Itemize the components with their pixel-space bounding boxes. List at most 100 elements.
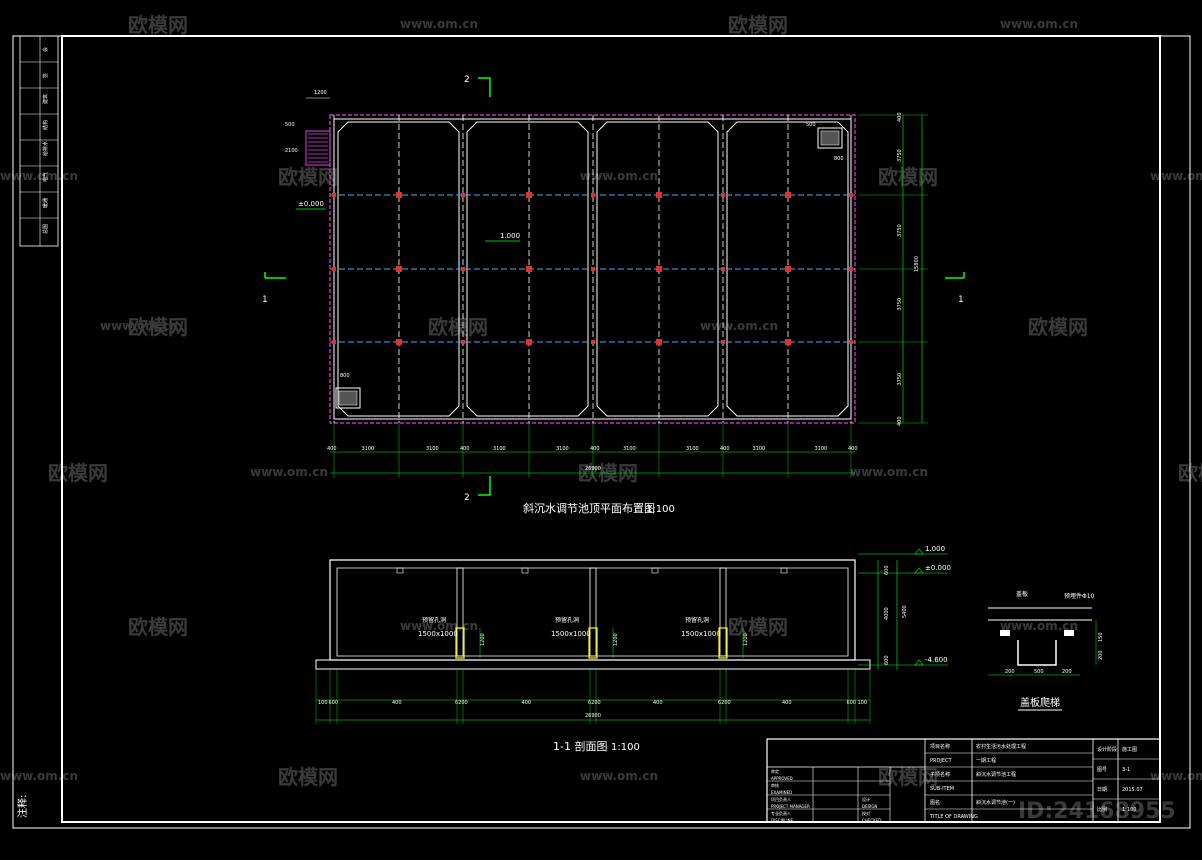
- watermark-url: www.om.cn: [850, 465, 928, 479]
- watermark-url: www.om.cn: [400, 17, 478, 31]
- plan-column: [656, 266, 662, 272]
- plan-dim-bottom: 3100: [623, 446, 636, 452]
- section-dim-bottom: 400: [782, 700, 792, 706]
- watermark-url: www.om.cn: [400, 619, 478, 633]
- outer-border: [12, 35, 1191, 829]
- title-block-row-label: PROJECT: [930, 758, 953, 764]
- plan-column: [396, 266, 402, 272]
- watermark-brand: 欧模网: [48, 461, 108, 485]
- section-opening-dim: 1200: [480, 633, 486, 646]
- section-dim-bottom: 400: [653, 700, 663, 706]
- title-block-left-cell: 审定: [771, 768, 779, 774]
- side-table-cell: 签: [42, 73, 49, 78]
- stair-top-dim: 500: [285, 122, 295, 128]
- watermark-brand: 欧模网: [728, 13, 788, 37]
- title-block-left-cell: DISCIPLINE: [771, 818, 794, 823]
- watermark-url: www.om.cn: [1150, 169, 1202, 183]
- plan-dim-bottom: 3100: [753, 446, 766, 452]
- manhole-bottom-left: [335, 387, 361, 409]
- watermark-brand: 欧模网: [878, 165, 938, 189]
- plan-column: [785, 192, 791, 198]
- plan-dim-bottom: 3100: [493, 446, 506, 452]
- title-block-right-cell: 设计阶段: [1097, 746, 1117, 753]
- manhole-dim-b: 500: [806, 122, 816, 128]
- section-dim-bottom: 400: [392, 700, 402, 706]
- title-block-row-value: 一期工程: [976, 757, 996, 764]
- side-table-cell: 给排水: [42, 141, 49, 156]
- detail-label-right: 预埋件Φ10: [1064, 592, 1095, 600]
- plan-dim-bottom: 400: [327, 446, 337, 452]
- title-block-row-value: 斜沉水调节池工程: [976, 771, 1016, 778]
- plan-dim-bottom: 3100: [556, 446, 569, 452]
- section-elevations: 1.000±0.000-4.600: [858, 545, 951, 666]
- title-block-left-cell: APPROVED: [771, 776, 793, 781]
- section-mark-top: [478, 77, 491, 97]
- title-block-row-value: 斜沉水调节池(一): [976, 799, 1015, 806]
- section-opening-size: 1500x1000: [681, 630, 721, 638]
- detail-dim: 200: [1062, 669, 1072, 675]
- section-opening-label: 预留孔洞: [555, 616, 579, 624]
- section-partition-wall: [589, 567, 597, 657]
- plan-column: [656, 192, 662, 198]
- watermark-url: www.om.cn: [580, 169, 658, 183]
- watermark-brand: 欧模网: [728, 615, 788, 639]
- section-opening: [718, 627, 728, 659]
- plan-dim-bottom: 3100: [815, 446, 828, 452]
- detail-dim: 200: [1098, 650, 1104, 660]
- section-dim-bottom: 6200: [455, 700, 468, 706]
- plan-dim-bottom: 3100: [362, 446, 375, 452]
- note-label: 注释:: [16, 795, 29, 818]
- section-label-right: 1: [958, 295, 964, 305]
- watermark-brand: 欧模网: [278, 165, 338, 189]
- title-block-left-cell: 项目负责人: [771, 796, 791, 802]
- title-block-left-cell: 专业负责人: [771, 810, 791, 816]
- plan-dim-bottom: 400: [848, 446, 858, 452]
- title-block-left-cell: PROJECT MANAGER: [771, 804, 810, 809]
- title-block-left-cell: EXAMINED: [771, 790, 792, 795]
- watermark-url: www.om.cn: [250, 465, 328, 479]
- plan-column: [332, 267, 336, 271]
- plan-column: [785, 266, 791, 272]
- section-dim-bottom: 100: [318, 700, 328, 706]
- title-block-right-cell: 施工图: [1122, 746, 1137, 753]
- plan-column: [461, 340, 465, 344]
- watermark-url: www.om.cn: [580, 769, 658, 783]
- title-block-row-value: 农村生活污水处理工程: [976, 743, 1026, 750]
- section-dim-right: 600: [884, 655, 890, 665]
- plan-column: [332, 340, 336, 344]
- title-block-row-label: 子项名称: [930, 771, 950, 778]
- plan-column: [396, 339, 402, 345]
- watermark-url: www.om.cn: [0, 169, 78, 183]
- title-block-right-cell: 日期: [1097, 787, 1107, 793]
- manhole-hatch-tr: [820, 130, 840, 146]
- section-inner: [336, 567, 849, 657]
- watermark-url: www.om.cn: [700, 319, 778, 333]
- plan-cells: [337, 121, 849, 417]
- plan-columns: [332, 192, 853, 345]
- plan-dim-bottom: 400: [590, 446, 600, 452]
- plan-column: [785, 339, 791, 345]
- side-table-cell: 会: [42, 47, 49, 52]
- plan-dim-right: 3750: [897, 149, 903, 162]
- watermark-url: www.om.cn: [1000, 17, 1078, 31]
- title-block-right-cell: 2015.07: [1122, 787, 1143, 793]
- detail-title: 盖板爬梯: [1020, 696, 1060, 709]
- section-opening: [588, 627, 598, 659]
- plan-dim-right: 3750: [897, 298, 903, 311]
- section-beam: [396, 567, 404, 574]
- watermark-brand: 欧模网: [128, 315, 188, 339]
- section-dim-bottom: 600: [329, 700, 339, 706]
- detail-dim: 150: [1098, 632, 1104, 642]
- plan-title: 斜沉水调节池顶平面布置图: [523, 502, 655, 515]
- plan-dim-bottom: 400: [720, 446, 730, 452]
- section-beam: [651, 567, 659, 574]
- detail-insert-left: [1000, 630, 1010, 636]
- title-block-row-label: SUB-ITEM: [930, 786, 954, 792]
- detail-ladder-rung: [1017, 640, 1057, 666]
